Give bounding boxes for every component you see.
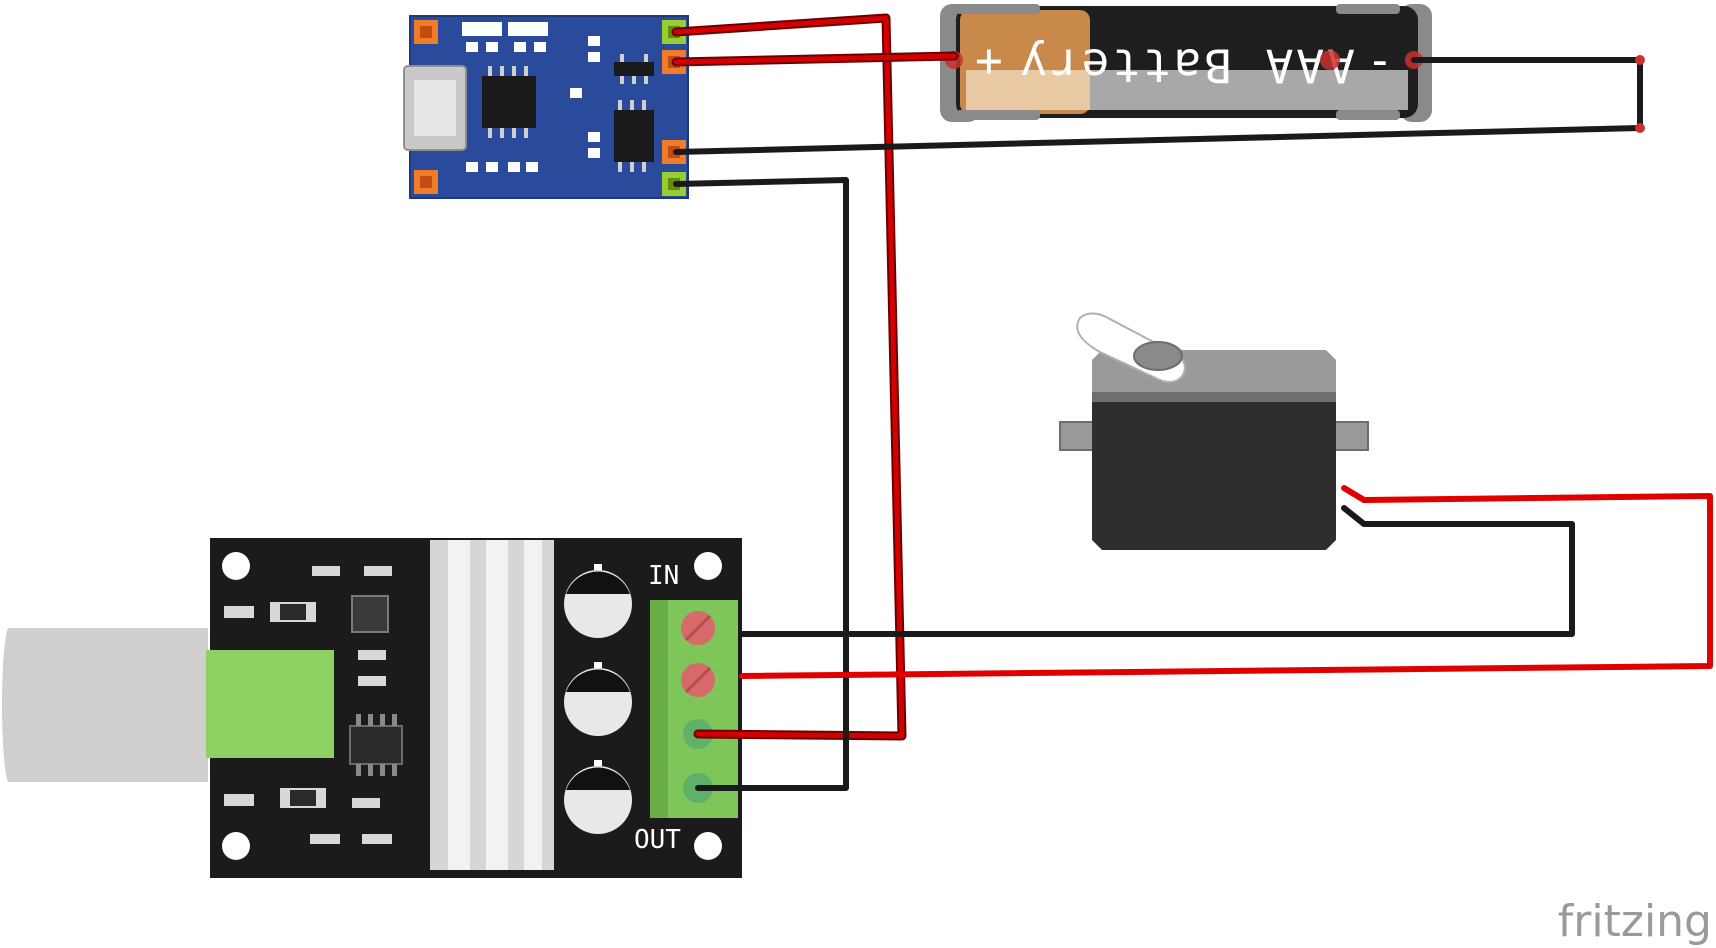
mount-hole-bl — [222, 832, 250, 860]
controller-transistor — [351, 595, 389, 633]
wire-red-bplus — [673, 15, 905, 739]
charger-transistor — [614, 62, 654, 76]
battery-plus-sign: + — [975, 33, 1006, 87]
potentiometer-body — [206, 650, 334, 758]
mount-hole-br — [694, 832, 722, 860]
capacitor-middle — [564, 662, 632, 736]
micro-usb-opening — [414, 80, 456, 136]
mount-hole-tr — [694, 552, 722, 580]
capacitor-bottom — [564, 760, 632, 834]
wire-black-battery — [673, 57, 1643, 155]
wire-red-servo — [739, 485, 1713, 679]
controller-ic — [349, 725, 403, 765]
charger-module — [403, 15, 689, 199]
servo-shaft — [1133, 341, 1183, 371]
servo-motor — [1059, 312, 1369, 550]
pwm-motor-controller: IN OUT — [2, 538, 742, 878]
capacitor-top — [564, 564, 632, 638]
wire-red-battery — [673, 53, 957, 65]
wire-black-bminus — [673, 177, 849, 791]
charger-ic-main — [482, 76, 536, 128]
controller-out-label: OUT — [634, 825, 681, 855]
aaa-battery: AAA Battery + - — [940, 4, 1432, 122]
battery-label: AAA Battery — [1017, 39, 1355, 93]
controller-in-label: IN — [648, 561, 679, 591]
servo-body — [1092, 400, 1336, 550]
potentiometer-knob — [2, 628, 208, 782]
battery-mid-marker — [1320, 50, 1340, 70]
charger-ic-protect — [614, 110, 654, 162]
battery-minus-sign: - — [1366, 33, 1397, 87]
fritzing-watermark: fritzing — [1558, 896, 1712, 947]
wire-black-servo — [739, 505, 1575, 637]
mount-hole-tl — [222, 552, 250, 580]
